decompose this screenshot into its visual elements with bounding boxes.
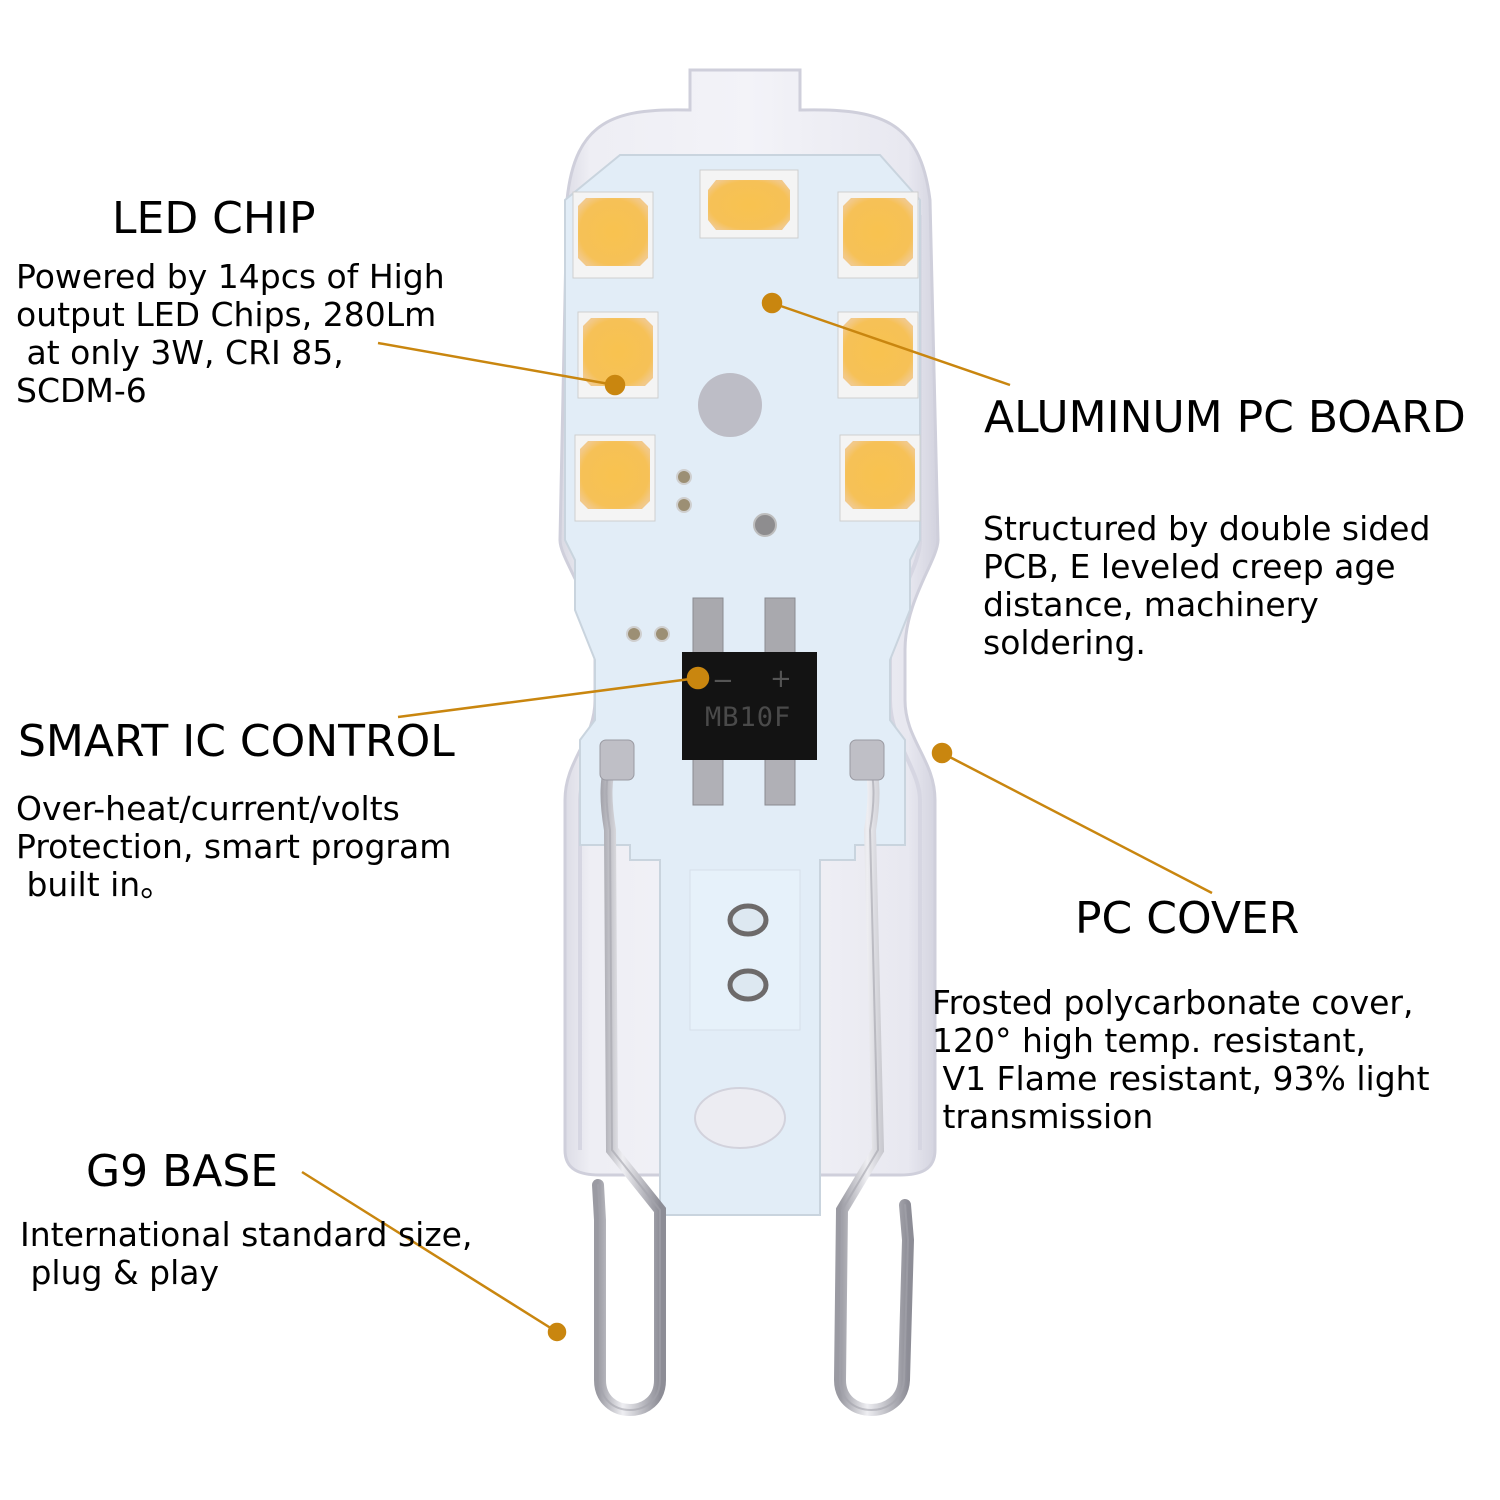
- callout-description: Powered by 14pcs of High output LED Chip…: [16, 257, 445, 410]
- callout-description: Structured by double sided PCB, E levele…: [983, 509, 1431, 662]
- callout-description: International standard size, plug & play: [20, 1215, 473, 1292]
- callout-title: PC COVER: [1075, 893, 1300, 944]
- leader-line-ic: [397, 676, 699, 719]
- dot-base: [547, 1322, 567, 1342]
- callout-title: LED CHIP: [112, 193, 316, 244]
- leader-line-led-chip: [377, 341, 616, 387]
- chip-minus-marking: −: [712, 666, 734, 696]
- leader-line-pcb: [771, 301, 1011, 387]
- callout-title: SMART IC CONTROL: [18, 716, 455, 767]
- leader-line-cover: [941, 751, 1213, 895]
- led-chip: [572, 191, 654, 279]
- led-chips: [572, 169, 921, 522]
- g9-pins: [592, 739, 915, 1416]
- leader-line-base: [301, 1170, 558, 1334]
- callout-title: G9 BASE: [86, 1146, 279, 1197]
- callout-description: Frosted polycarbonate cover, 120° high t…: [932, 983, 1430, 1136]
- dot-led-chip: [604, 374, 626, 396]
- led-chip: [837, 191, 919, 279]
- led-chip: [839, 434, 921, 522]
- dot-ic: [686, 666, 710, 690]
- leader-lines: [301, 292, 1213, 1342]
- chip-model-marking: MB10F: [705, 702, 792, 733]
- led-chip: [574, 434, 656, 522]
- chip-plus-marking: +: [770, 664, 792, 694]
- callout-description: Over-heat/current/volts Protection, smar…: [16, 789, 452, 904]
- callout-title: ALUMINUM PC BOARD: [984, 392, 1466, 443]
- dot-cover: [931, 742, 953, 764]
- dot-pcb: [761, 292, 783, 314]
- led-chip: [699, 169, 799, 239]
- led-chip: [837, 311, 919, 399]
